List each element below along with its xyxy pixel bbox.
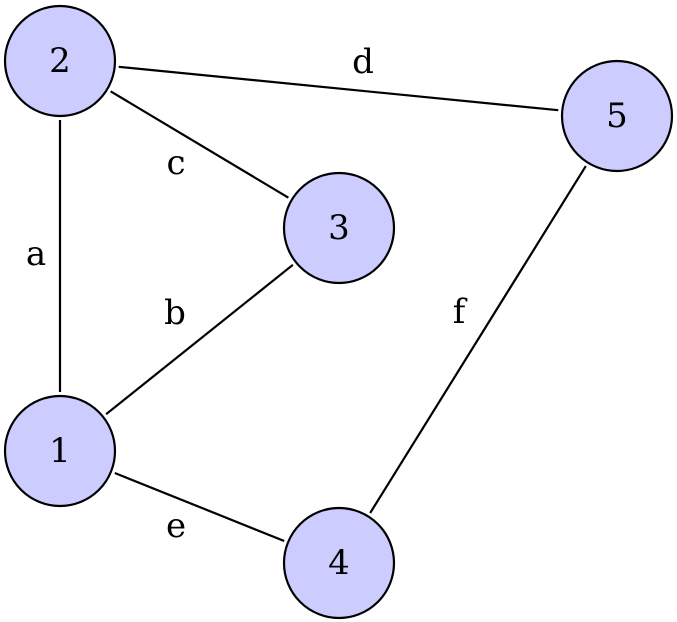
node-circle-3 [282, 171, 396, 285]
edge-label-f: f [453, 292, 468, 332]
node-circle-2 [3, 4, 117, 118]
edge-label-c: c [166, 143, 185, 183]
node-circle-5 [560, 59, 674, 173]
edge-labels-layer: a b c d e f [26, 42, 468, 546]
node-1: 1 [3, 394, 117, 508]
nodes-layer: 1 2 3 4 5 [3, 4, 674, 620]
node-label-4: 4 [328, 543, 350, 583]
edge-b [105, 263, 294, 416]
node-label-1: 1 [49, 431, 71, 471]
edge-e [114, 471, 285, 543]
node-label-3: 3 [328, 208, 350, 248]
edge-c [110, 90, 289, 199]
edge-f [369, 165, 587, 514]
edges-layer [58, 65, 587, 543]
edge-label-b: b [164, 293, 186, 333]
node-4: 4 [282, 506, 396, 620]
node-label-5: 5 [606, 96, 628, 136]
edge-d [118, 65, 559, 112]
node-2: 2 [3, 4, 117, 118]
edge-label-d: d [352, 42, 374, 82]
node-circle-1 [3, 394, 117, 508]
node-circle-4 [282, 506, 396, 620]
edge-label-e: e [166, 506, 186, 546]
node-label-2: 2 [49, 41, 71, 81]
node-3: 3 [282, 171, 396, 285]
node-5: 5 [560, 59, 674, 173]
edge-label-a: a [26, 234, 46, 274]
